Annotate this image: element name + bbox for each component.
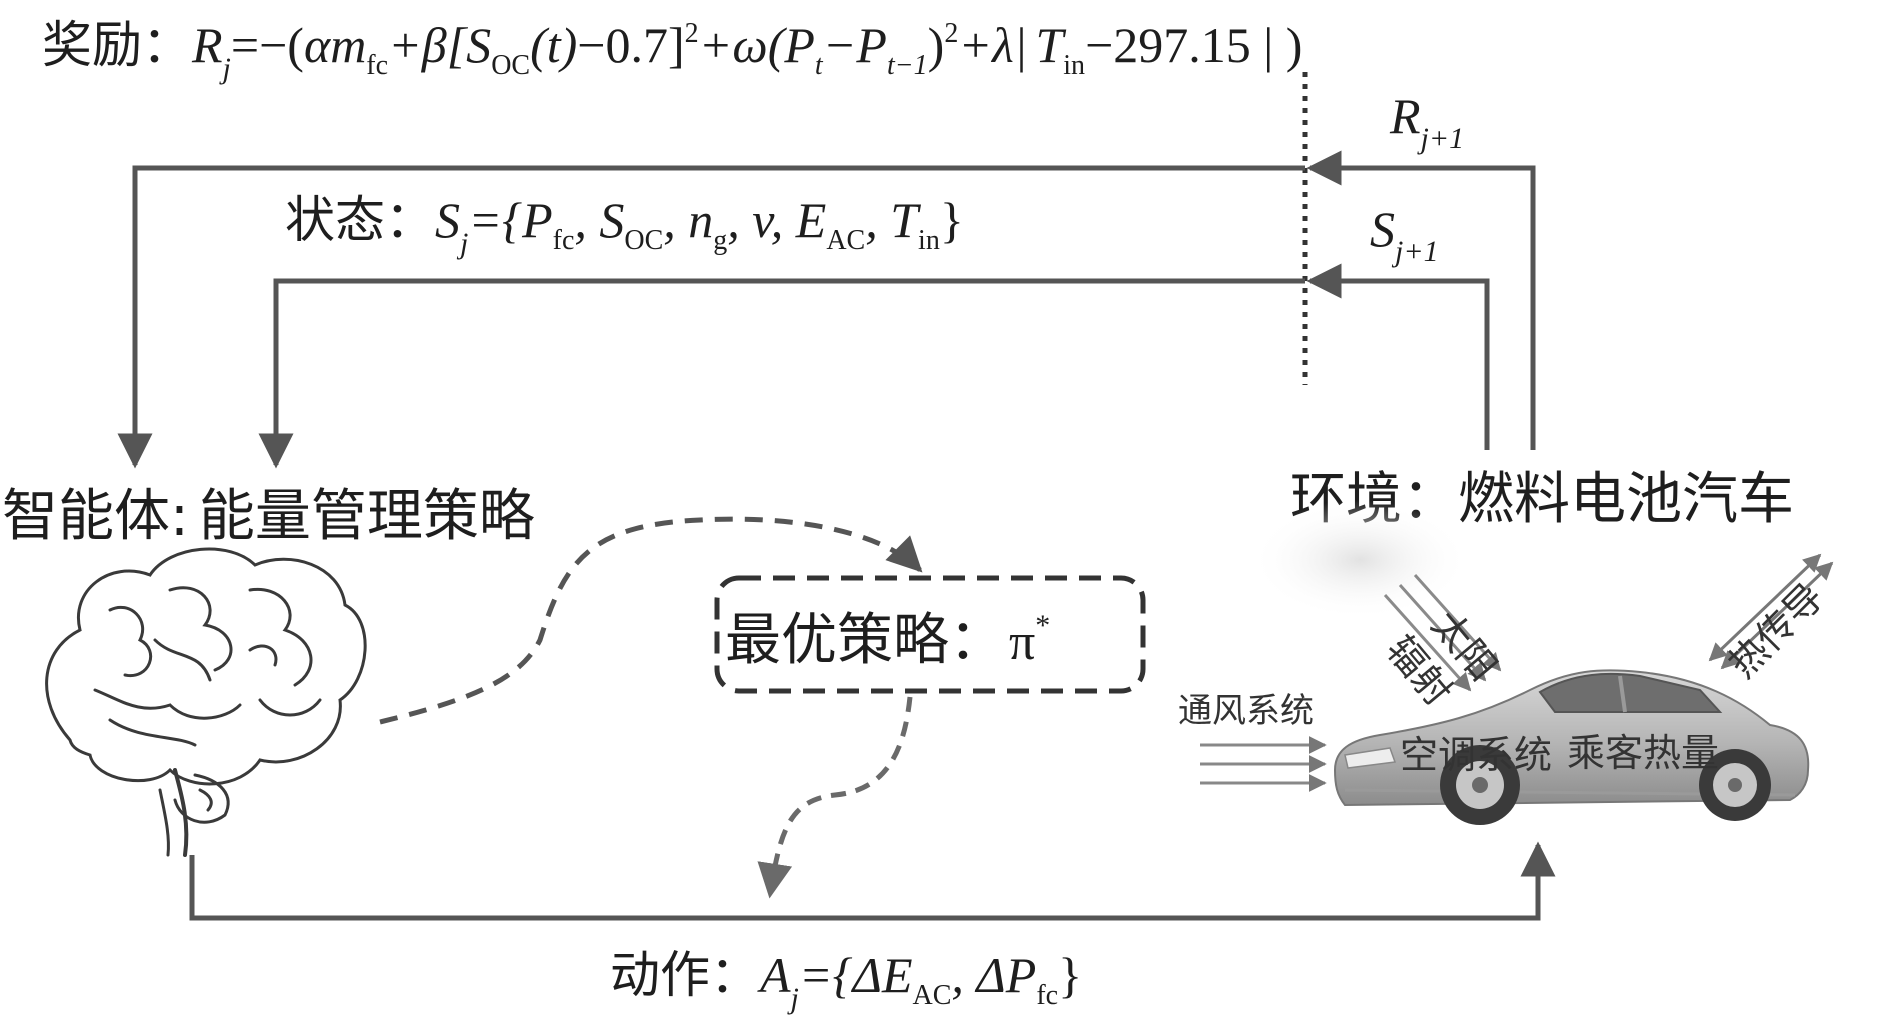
state-g-sub: g (713, 225, 727, 256)
reward-beta: +β (388, 17, 447, 73)
state-fc-sub: fc (553, 225, 575, 256)
action-subscript-j: j (787, 982, 799, 1015)
action-fc-sub: fc (1036, 980, 1058, 1011)
svg-text:状态：Sj={Pfc, SOC, ng, v, EAC, T: 状态：Sj={Pfc, SOC, ng, v, EAC, Tin} (285, 191, 964, 260)
reward-t1-sub: t−1 (887, 50, 928, 81)
reward-square-2: 2 (944, 18, 958, 49)
state-symbol: S (435, 192, 460, 248)
reward-prefix: 奖励： (42, 16, 192, 74)
state-feedback-arrow (1306, 263, 1490, 450)
state-subscript-j: j (456, 227, 468, 260)
brain-icon (45, 547, 367, 857)
solar-radiation-arrows (1383, 573, 1502, 692)
ventilation-label: 通风系统 (1178, 691, 1314, 731)
state-oc-sub: OC (624, 225, 663, 256)
svg-text:奖励：Rj=−(αmfc+β[SOC(t)−0.7]2+ω(: 奖励：Rj=−(αmfc+β[SOC(t)−0.7]2+ω(Pt−Pt−1)2+… (42, 16, 1302, 85)
reward-soc-open: [S (447, 17, 491, 73)
reward-minus-p: −P (823, 17, 887, 73)
reward-fc-sub: fc (366, 50, 388, 81)
reward-square: 2 (685, 18, 699, 49)
svg-text:最优策略：π*: 最优策略：π* (725, 608, 1050, 673)
action-close: } (1058, 947, 1082, 1003)
reward-omega: +ω(P (699, 17, 815, 73)
environment-vehicle: 燃料电池汽车 (1458, 467, 1794, 532)
ac-system-label: 空调系统 (1400, 733, 1552, 777)
state-prefix: 状态： (285, 191, 435, 249)
state-open: ={P (468, 192, 552, 248)
optimal-policy-pi: π (1009, 614, 1035, 671)
reward-m: m (330, 17, 366, 73)
agent-label: 智能体:能量管理策略 (2, 484, 535, 549)
policy-to-action-arrow (757, 696, 913, 899)
reward-t-paren: (t) (530, 17, 577, 73)
state-T: , T (865, 192, 921, 248)
action-formula: 动作：Aj={ΔEAC, ΔPfc} (610, 946, 1082, 1015)
reward-subscript-j: j (219, 52, 231, 85)
reward-symbol: R (191, 17, 223, 73)
fuel-cell-car-icon (1250, 500, 1810, 825)
state-next-symbol: S (1370, 201, 1395, 257)
action-arrow (189, 841, 1556, 921)
state-in-sub: in (918, 225, 940, 256)
reward-eq: =−( (231, 17, 304, 73)
reward-oc-sub: OC (491, 50, 530, 81)
state-v-e: , v, E (727, 192, 826, 248)
reward-minus07: −0.7] (577, 17, 684, 73)
agent-colon: : (170, 484, 189, 549)
svg-text:动作：Aj={ΔEAC, ΔPfc}: 动作：Aj={ΔEAC, ΔPfc} (610, 946, 1082, 1015)
state-ac-sub: AC (826, 225, 865, 256)
state-soc: , S (574, 192, 624, 248)
reward-lambda: +λ| (958, 17, 1027, 73)
state-n: , n (663, 192, 713, 248)
reward-tail: −297.15 | ) (1085, 17, 1302, 73)
conduction-label: 热传导 (1720, 575, 1832, 687)
action-symbol: A (757, 947, 791, 1003)
optimal-policy-star: * (1035, 609, 1050, 642)
reward-in-sub: in (1063, 50, 1085, 81)
action-open: ={ΔE (799, 947, 913, 1003)
action-prefix: 动作： (610, 946, 760, 1004)
action-delta-p: , ΔP (951, 947, 1036, 1003)
state-next-sub: j+1 (1391, 235, 1439, 268)
reward-next-symbol: R (1389, 88, 1421, 144)
action-ac-sub: AC (913, 980, 952, 1011)
reward-formula: 奖励：Rj=−(αmfc+β[SOC(t)−0.7]2+ω(Pt−Pt−1)2+… (42, 16, 1302, 85)
state-next-label: Sj+1 (1370, 201, 1439, 268)
reward-feedback-arrow (1306, 150, 1536, 450)
state-close: } (940, 192, 964, 248)
heat-conduction-arrows (1708, 553, 1834, 670)
agent-strategy: 能量管理策略 (199, 484, 535, 549)
state-to-agent-arrow (258, 278, 1305, 469)
passenger-heat-label: 乘客热量 (1567, 731, 1719, 775)
reward-T: T (1035, 17, 1066, 73)
reward-alpha: α (304, 17, 332, 73)
optimal-policy-label: 最优策略： (725, 608, 1005, 673)
reward-close: ) (928, 17, 945, 73)
reward-to-agent-arrow (117, 165, 1305, 469)
reward-next-label: Rj+1 (1389, 88, 1464, 155)
reward-t-sub: t (815, 50, 824, 81)
agent-title: 智能体 (2, 484, 170, 549)
ventilation-arrows (1200, 736, 1327, 792)
reward-next-sub: j+1 (1417, 122, 1465, 155)
optimal-policy-box: 最优策略：π* (714, 575, 1146, 694)
state-formula: 状态：Sj={Pfc, SOC, ng, v, EAC, Tin} (285, 191, 964, 260)
